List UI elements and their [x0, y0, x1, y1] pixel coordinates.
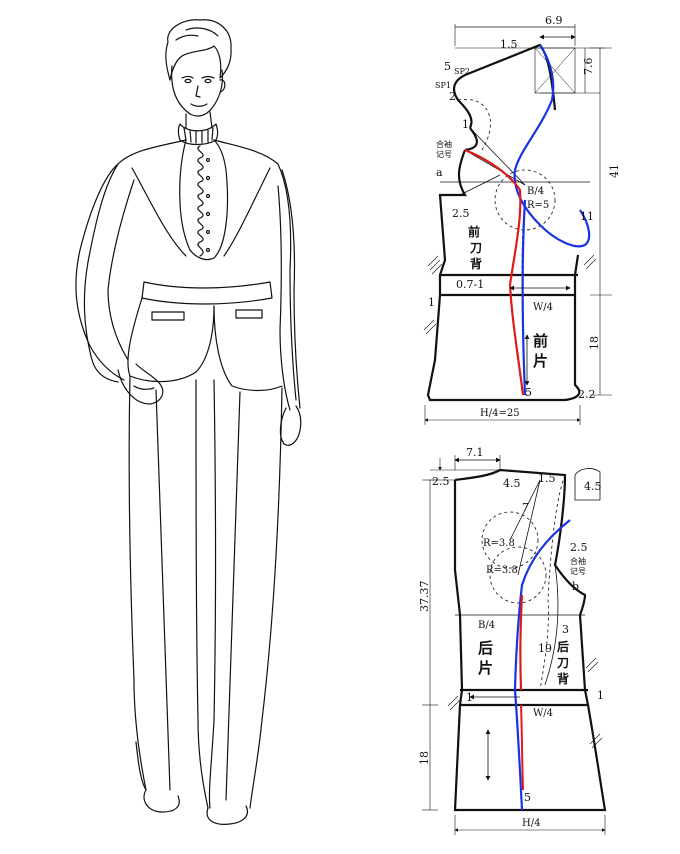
- front-labels: 6.9 1.5 5 SP2 SP1 2 7.6 1 合袖 记号 a 41 B/4…: [428, 14, 621, 419]
- back-neck-rise: 2.5: [432, 475, 450, 488]
- front-pattern: [423, 24, 612, 425]
- front-top-width: 6.9: [545, 14, 563, 27]
- fashion-figure: [75, 19, 302, 825]
- front-sp2: SP2: [454, 67, 470, 76]
- front-curve-2: 2: [449, 90, 456, 103]
- front-length: 41: [608, 164, 621, 178]
- figure-face: [171, 65, 224, 117]
- back-side-panel2: 刀: [557, 656, 569, 670]
- back-point-3: 3: [562, 623, 569, 636]
- front-blue-seam: [513, 44, 591, 248]
- front-side-panel3: 背: [470, 256, 482, 271]
- figure-ruffle: [197, 145, 204, 257]
- front-point-1: 1: [462, 118, 469, 131]
- back-blue-seam: [513, 519, 571, 811]
- back-labels: 7.1 2.5 4.5 1.5 4.5 7 R=3.8 R=3.8 2.5 合袖…: [418, 446, 604, 829]
- front-bust: B/4: [527, 186, 544, 197]
- back-length: 37.37: [418, 581, 431, 613]
- figure-waistband: [141, 281, 273, 305]
- front-armhole: 11: [580, 210, 594, 223]
- back-hem: H/4: [522, 818, 540, 829]
- front-piece: 前: [533, 332, 548, 350]
- figure-shoes: [143, 789, 180, 813]
- front-point-a: a: [436, 166, 443, 179]
- back-top-width: 7.1: [466, 446, 484, 459]
- back-shoulder-drop: 1.5: [538, 472, 556, 485]
- back-point-b: b: [572, 580, 579, 593]
- front-side-panel2: 刀: [470, 241, 482, 255]
- front-sleeve-mark: 合袖: [436, 139, 452, 149]
- back-waist: W/4: [533, 708, 553, 719]
- figure-left-arm: [75, 163, 125, 381]
- front-dart-tip-5: 5: [525, 386, 532, 399]
- figure-right-hand: [279, 405, 302, 446]
- back-dart-tip-5: 5: [524, 791, 531, 804]
- back-seam-19: 19: [538, 642, 552, 655]
- back-red-seam: [519, 594, 524, 691]
- front-hip: H/4=25: [480, 408, 520, 419]
- front-shoulder-drop: 1.5: [500, 38, 518, 51]
- front-dart-2-5: 2.5: [452, 207, 470, 220]
- back-pattern: [422, 455, 607, 835]
- back-waist-left-1: 1: [466, 691, 473, 704]
- front-hem-offset: 2.2: [578, 388, 596, 401]
- back-armhole-2-5: 2.5: [570, 541, 588, 554]
- back-piece2: 片: [478, 659, 493, 677]
- back-radius2: R=3.8: [486, 565, 518, 576]
- front-sleeve-mark2: 记号: [436, 150, 452, 159]
- back-radius1: R=3.8: [483, 538, 515, 549]
- back-waist-right-1: 1: [597, 689, 604, 702]
- back-sleeve-mark2: 记号: [570, 567, 586, 576]
- back-waist-to-hem: 18: [418, 751, 431, 765]
- figure-hair: [165, 19, 232, 81]
- front-hip-1: 1: [428, 296, 435, 309]
- back-piece: 后: [478, 639, 493, 657]
- front-waist: W/4: [533, 302, 553, 313]
- back-shoulder-right: 4.5: [584, 480, 602, 493]
- front-dart-shift: 0.7-1: [456, 278, 484, 291]
- figure-jacket: [83, 139, 187, 383]
- figure-right-arm: [281, 169, 301, 409]
- front-red-seam: [464, 148, 525, 396]
- front-neck-height: 7.6: [582, 58, 595, 76]
- back-bust: B/4: [478, 620, 495, 631]
- back-outline: [453, 468, 607, 812]
- back-seam-7: 7: [522, 501, 529, 514]
- front-radius: R=5: [527, 200, 549, 211]
- back-sleeve-mark: 合袖: [570, 556, 586, 566]
- front-neck-5: 5: [444, 60, 451, 73]
- front-side-panel: 前: [468, 224, 480, 239]
- figure-trousers: [128, 375, 147, 791]
- front-piece2: 片: [533, 352, 548, 370]
- back-neck-4-5: 4.5: [503, 477, 521, 490]
- figure-collar: [177, 123, 219, 146]
- front-sp1: SP1: [435, 81, 451, 90]
- front-waist-to-hem: 18: [588, 336, 601, 350]
- back-side-panel3: 背: [557, 671, 569, 686]
- back-side-panel: 后: [557, 639, 569, 654]
